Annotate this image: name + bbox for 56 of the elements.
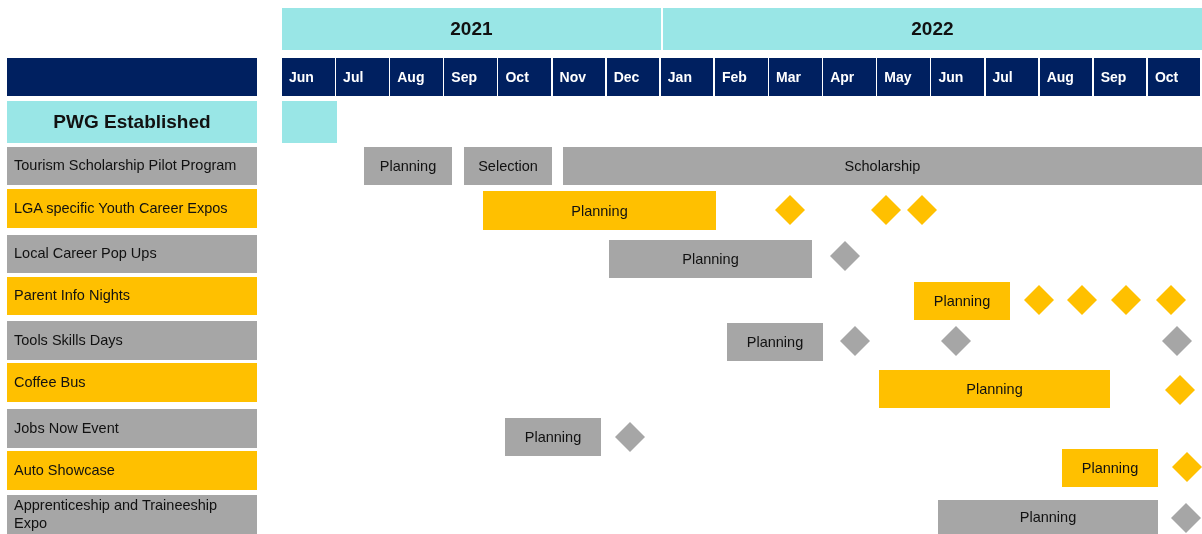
gantt-bar: Scholarship <box>563 147 1202 185</box>
month-header: Nov <box>552 58 606 96</box>
month-header: Aug <box>1039 58 1093 96</box>
milestone-diamond <box>1171 503 1201 533</box>
month-header: Jun <box>931 58 984 96</box>
month-header: Apr <box>823 58 876 96</box>
activity-label: Jobs Now Event <box>7 409 257 448</box>
milestone-diamond <box>907 195 937 225</box>
gantt-bar: Planning <box>879 370 1110 408</box>
month-header: Jul <box>336 58 389 96</box>
activity-label: PWG Established <box>7 101 257 143</box>
gantt-bar: Planning <box>505 418 601 456</box>
milestone-diamond <box>1162 326 1192 356</box>
activity-label: Parent Info Nights <box>7 277 257 315</box>
month-header: May <box>877 58 930 96</box>
month-header: Jul <box>985 58 1039 96</box>
milestone-diamond <box>1165 375 1195 405</box>
gantt-bar: Planning <box>483 191 716 230</box>
gantt-bar: Planning <box>609 240 812 278</box>
year-header: 2021 <box>282 8 661 50</box>
month-header: Feb <box>714 58 768 96</box>
milestone-diamond <box>1067 285 1097 315</box>
activity-label: Tourism Scholarship Pilot Program <box>7 147 257 185</box>
activity-label: Apprenticeship and Traineeship Expo <box>7 495 257 534</box>
gantt-bar: Planning <box>727 323 823 361</box>
milestone-diamond <box>830 241 860 271</box>
month-header: Mar <box>769 58 822 96</box>
year-header: 2022 <box>662 8 1202 50</box>
milestone-diamond <box>1024 285 1054 315</box>
milestone-diamond <box>871 195 901 225</box>
milestone-diamond <box>1156 285 1186 315</box>
gantt-bar: Planning <box>938 500 1158 534</box>
month-header: Jan <box>660 58 714 96</box>
gantt-bar: Planning <box>1062 449 1158 487</box>
month-header: Oct <box>498 58 552 96</box>
activity-label: Coffee Bus <box>7 363 257 402</box>
gantt-bar: Planning <box>914 282 1010 320</box>
month-header: Aug <box>390 58 443 96</box>
milestone-diamond <box>615 422 645 452</box>
gantt-bar: Selection <box>464 147 552 185</box>
month-header: Jun <box>282 58 335 96</box>
activity-label: Local Career Pop Ups <box>7 235 257 273</box>
month-header: Dec <box>606 58 660 96</box>
gantt-bar: Planning <box>364 147 452 185</box>
month-header: Sep <box>1093 58 1147 96</box>
activity-label: Tools Skills Days <box>7 321 257 360</box>
month-header: Sep <box>444 58 497 96</box>
activity-label: Auto Showcase <box>7 451 257 490</box>
milestone-bar <box>282 101 337 143</box>
milestone-diamond <box>1111 285 1141 315</box>
month-header: Oct <box>1147 58 1201 96</box>
activity-label: LGA specific Youth Career Expos <box>7 189 257 228</box>
milestone-diamond <box>775 195 805 225</box>
milestone-diamond <box>941 326 971 356</box>
milestone-diamond <box>840 326 870 356</box>
milestone-diamond <box>1172 452 1202 482</box>
